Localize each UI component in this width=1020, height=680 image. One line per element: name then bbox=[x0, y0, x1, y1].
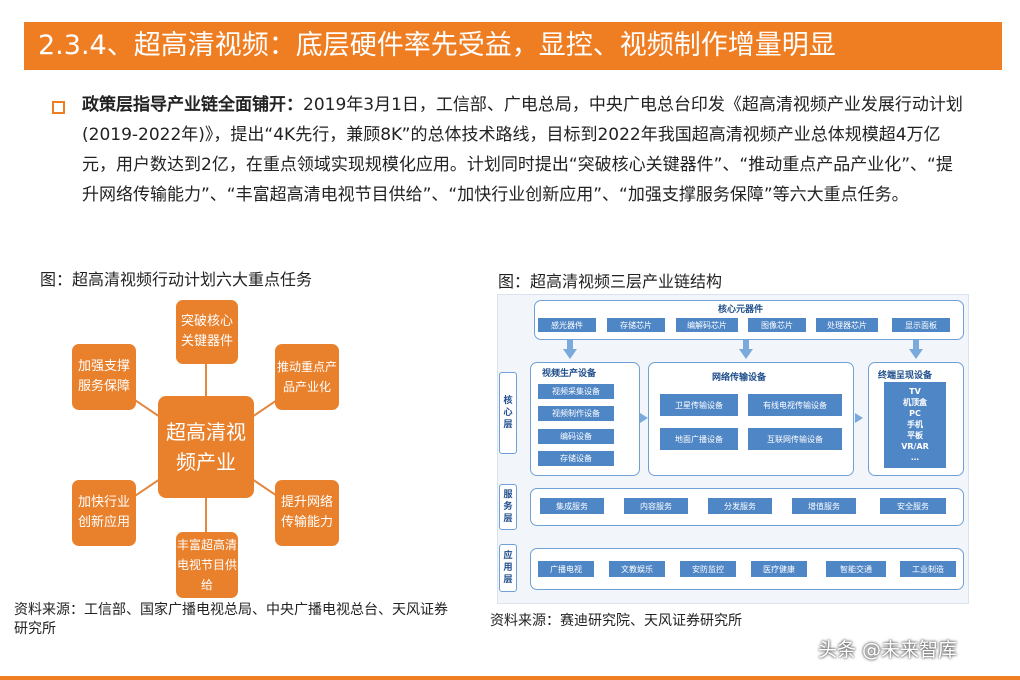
application-chip: 安防监控 bbox=[680, 561, 736, 577]
arrow-stem bbox=[567, 340, 573, 350]
node-top-right: 推动重点产品产业化 bbox=[275, 344, 339, 410]
terminal-item: … bbox=[911, 453, 919, 462]
right-figure-source: 资料来源：赛迪研究院、天风证券研究所 bbox=[490, 613, 742, 629]
application-chip: 文教娱乐 bbox=[609, 561, 665, 577]
production-chip: 视频采集设备 bbox=[538, 384, 614, 399]
node-bottom: 丰富超高清电视节目供给 bbox=[176, 532, 238, 598]
terminal-title: 终端呈现设备 bbox=[878, 371, 933, 381]
core-chip: 显示面板 bbox=[892, 318, 950, 332]
application-chip: 医疗健康 bbox=[751, 561, 807, 577]
center-node: 超高清视频产业 bbox=[158, 396, 254, 498]
right-arrow-icon bbox=[640, 413, 648, 423]
service-chip: 内容服务 bbox=[624, 498, 688, 514]
network-block bbox=[648, 362, 854, 476]
application-layer-block bbox=[530, 548, 964, 590]
body-paragraph: 政策层指导产业链全面铺开：2019年3月1日，工信部、广电总局，中央广电总台印发… bbox=[82, 90, 968, 210]
paragraph-text: 2019年3月1日，工信部、广电总局，中央广电总台印发《超高清视频产业发展行动计… bbox=[82, 95, 963, 205]
left-figure-source: 资料来源：工信部、国家广播电视总局、中央广播电视总台、天风证券研究所 bbox=[14, 602, 448, 637]
network-chip: 卫星传输设备 bbox=[660, 394, 738, 416]
right-figure-caption: 图：超高清视频三层产业链结构 bbox=[498, 272, 723, 291]
service-chip: 安全服务 bbox=[880, 498, 946, 514]
arrow-stem bbox=[743, 340, 749, 350]
terminal-item: 平板 bbox=[907, 431, 923, 440]
application-chip: 智能交通 bbox=[826, 561, 886, 577]
production-title: 视频生产设备 bbox=[542, 369, 597, 379]
title-bar bbox=[24, 22, 1002, 70]
bottom-accent-line bbox=[0, 676, 1020, 680]
paragraph-lead: 政策层指导产业链全面铺开： bbox=[82, 95, 303, 115]
left-figure-caption: 图：超高清视频行动计划六大重点任务 bbox=[40, 270, 313, 289]
terminal-item: TV bbox=[909, 387, 921, 396]
page-title: 2.3.4、超高清视频：底层硬件率先受益，显控、视频制作增量明显 bbox=[38, 30, 836, 61]
network-chip: 地面广播设备 bbox=[660, 428, 738, 450]
terminal-item: 机顶盒 bbox=[903, 398, 927, 407]
bullet-square-icon bbox=[52, 101, 65, 114]
network-chip: 有线电视传输设备 bbox=[748, 394, 842, 416]
production-chip: 视频制作设备 bbox=[538, 406, 614, 421]
terminal-list: TV 机顶盒 PC 手机 平板 VR/AR … bbox=[890, 386, 940, 463]
node-top: 突破核心关键器件 bbox=[176, 300, 238, 364]
network-title: 网络传输设备 bbox=[712, 373, 767, 383]
down-arrow-icon bbox=[563, 349, 577, 359]
core-chip: 存储芯片 bbox=[607, 318, 665, 332]
watermark: 头条 @未来智库 bbox=[818, 639, 958, 661]
layer-label-core: 核心层 bbox=[499, 372, 517, 454]
terminal-item: PC bbox=[909, 409, 921, 418]
production-chip: 编码设备 bbox=[538, 429, 614, 444]
terminal-item: VR/AR bbox=[901, 442, 929, 451]
down-arrow-icon bbox=[739, 349, 753, 359]
layer-label-application: 应用层 bbox=[499, 544, 517, 592]
node-top-left: 加强支撑服务保障 bbox=[72, 344, 136, 410]
right-arrow-icon bbox=[855, 413, 863, 423]
core-chip: 编解码芯片 bbox=[676, 318, 738, 332]
application-chip: 工业制造 bbox=[900, 561, 956, 577]
terminal-panel bbox=[884, 382, 946, 468]
terminal-item: 手机 bbox=[907, 420, 923, 429]
node-bottom-right: 提升网络传输能力 bbox=[275, 480, 339, 546]
core-chip: 处理器芯片 bbox=[816, 318, 878, 332]
core-chip: 图像芯片 bbox=[748, 318, 806, 332]
service-chip: 分发服务 bbox=[708, 498, 772, 514]
down-arrow-icon bbox=[909, 349, 923, 359]
application-chip: 广播电视 bbox=[538, 561, 594, 577]
service-chip: 集成服务 bbox=[540, 498, 604, 514]
layer-label-service: 服务层 bbox=[499, 484, 517, 530]
core-chip: 感光器件 bbox=[538, 318, 596, 332]
core-components-title: 核心元器件 bbox=[718, 305, 764, 315]
network-chip: 互联网传输设备 bbox=[748, 428, 842, 450]
arrow-stem bbox=[913, 340, 919, 350]
node-bottom-left: 加快行业创新应用 bbox=[72, 480, 136, 546]
production-chip: 存储设备 bbox=[538, 451, 614, 466]
service-chip: 增值服务 bbox=[792, 498, 856, 514]
